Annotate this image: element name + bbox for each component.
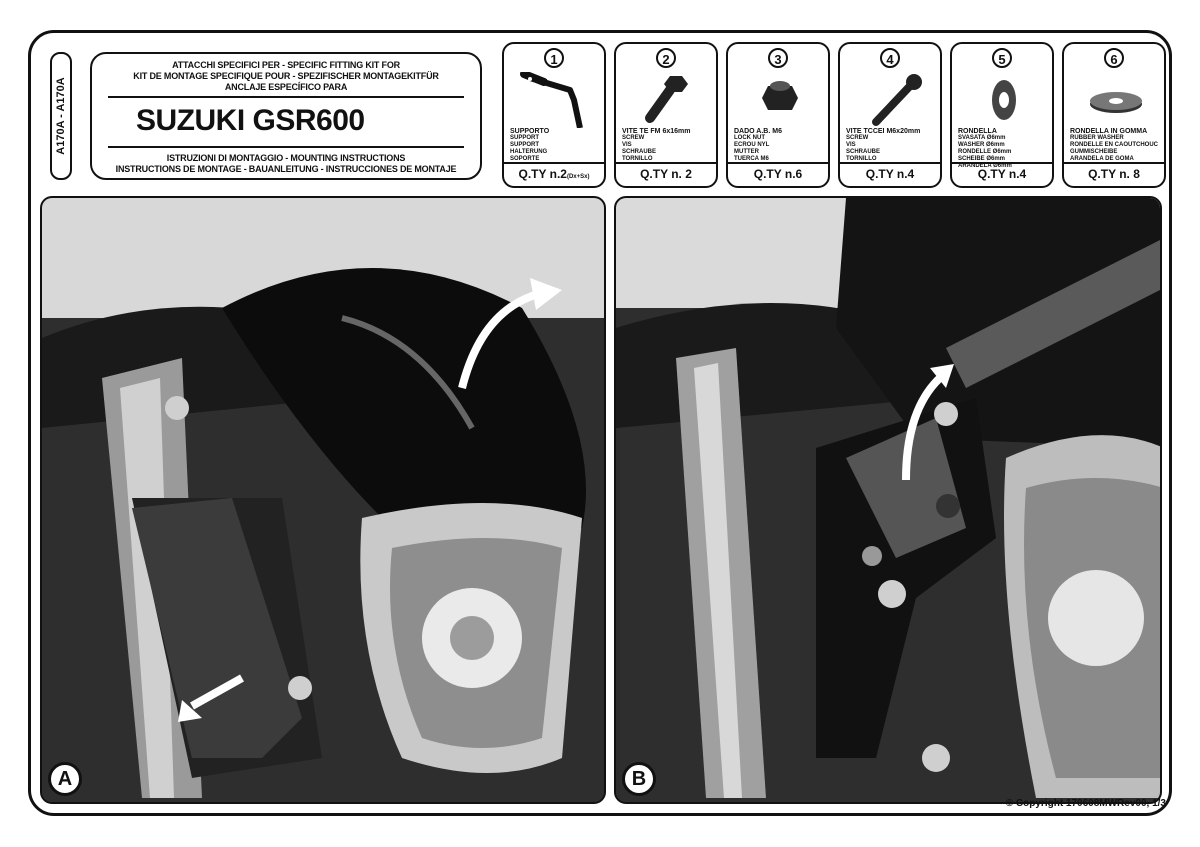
part-quantity: Q.TY n. 8 bbox=[1064, 162, 1164, 186]
quantity-text: Q.TY n.2 bbox=[518, 167, 567, 181]
part-card-4: 4 VITE TCCEI M6x20mm SCREW VIS SCHRAUBE … bbox=[838, 42, 942, 188]
part-translations: SVASATA Ø6mm WASHER Ø6mm RONDELLE Ø6mm S… bbox=[958, 135, 1012, 169]
title-line-1: ATTACCHI SPECIFICI PER - SPECIFIC FITTIN… bbox=[172, 60, 400, 70]
photo-b: B bbox=[614, 196, 1162, 804]
part-number: 4 bbox=[880, 48, 900, 68]
part-quantity: Q.TY n. 2 bbox=[616, 162, 716, 186]
vertical-code-label: A170A - A170A bbox=[50, 52, 72, 180]
title-divider-bottom bbox=[108, 146, 464, 148]
part-description: DADO A.B. M6 LOCK NUT ECROU NYL MUTTER T… bbox=[734, 128, 824, 163]
part-card-5: 5 RONDELLA SVASATA Ø6mm WASHER Ø6mm ROND… bbox=[950, 42, 1054, 188]
title-line-5: INSTRUCTIONS DE MONTAGE - BAUANLEITUNG -… bbox=[115, 164, 457, 174]
page-frame bbox=[28, 30, 1172, 816]
part-description: SUPPORTO SUPPORT SUPPORT HALTERUNG SOPOR… bbox=[510, 128, 600, 163]
part-number: 3 bbox=[768, 48, 788, 68]
bracket-icon bbox=[510, 70, 598, 129]
part-quantity: Q.TY n.6 bbox=[728, 162, 828, 186]
part-translations: SCREW VIS SCHRAUBE TORNILLO bbox=[622, 135, 657, 162]
part-description: RONDELLA IN GOMMA RUBBER WASHER RONDELLE… bbox=[1070, 128, 1160, 163]
part-name: RONDELLA IN GOMMA bbox=[1070, 128, 1148, 135]
part-name: VITE TCCEI M6x20mm bbox=[846, 128, 921, 135]
part-translations: SCREW VIS SCHRAUBE TORNILLO bbox=[846, 135, 881, 162]
part-name: DADO A.B. M6 bbox=[734, 128, 782, 135]
title-line-3: ANCLAJE ESPECÍFICO PARA bbox=[224, 82, 348, 92]
part-card-2: 2 VITE TE FM 6x16mm SCREW VIS SCHRAUBE T… bbox=[614, 42, 718, 188]
model-name: SUZUKI GSR600 bbox=[136, 104, 365, 137]
part-card-3: 3 DADO A.B. M6 LOCK NUT ECROU NYL MUTTER… bbox=[726, 42, 830, 188]
part-description: RONDELLA SVASATA Ø6mm WASHER Ø6mm RONDEL… bbox=[958, 128, 1048, 170]
quantity-text: Q.TY n.6 bbox=[753, 167, 803, 181]
part-description: VITE TE FM 6x16mm SCREW VIS SCHRAUBE TOR… bbox=[622, 128, 712, 163]
vertical-code-text: A170A - A170A bbox=[55, 77, 67, 155]
part-card-1: 1 SUPPORTO SUPPORT SUPPORT HALTERUNG SOP… bbox=[502, 42, 606, 188]
hex-bolt-icon bbox=[622, 72, 710, 128]
part-name: SUPPORTO bbox=[510, 128, 550, 135]
photo-a: A bbox=[40, 196, 606, 804]
part-number: 1 bbox=[544, 48, 564, 68]
washer-icon bbox=[958, 72, 1046, 128]
part-quantity: Q.TY n.4 bbox=[952, 162, 1052, 186]
title-line-2: KIT DE MONTAGE SPECIFIQUE POUR - SPEZIFI… bbox=[133, 71, 439, 81]
photo-label-a: A bbox=[48, 762, 82, 796]
part-name: RONDELLA bbox=[958, 128, 997, 135]
quantity-text: Q.TY n. 8 bbox=[1088, 167, 1140, 181]
title-line-4: ISTRUZIONI DI MONTAGGIO - MOUNTING INSTR… bbox=[166, 153, 406, 163]
quantity-text: Q.TY n.4 bbox=[865, 167, 915, 181]
part-number: 2 bbox=[656, 48, 676, 68]
part-number: 5 bbox=[992, 48, 1012, 68]
part-number: 6 bbox=[1104, 48, 1124, 68]
part-translations: LOCK NUT ECROU NYL MUTTER TUERCA M6 bbox=[734, 135, 770, 162]
part-card-6: 6 RONDELLA IN GOMMA RUBBER WASHER RONDEL… bbox=[1062, 42, 1166, 188]
title-divider-top bbox=[108, 96, 464, 98]
rubber-washer-icon bbox=[1070, 72, 1158, 128]
part-name: VITE TE FM 6x16mm bbox=[622, 128, 691, 135]
nut-icon bbox=[734, 72, 822, 128]
part-description: VITE TCCEI M6x20mm SCREW VIS SCHRAUBE TO… bbox=[846, 128, 936, 163]
quantity-text: Q.TY n.4 bbox=[977, 167, 1027, 181]
part-quantity: Q.TY n.2(Dx+Sx) bbox=[504, 162, 604, 186]
copyright-text: © Copyright 170608MWRev00, 1/3 bbox=[1005, 798, 1166, 809]
quantity-note: (Dx+Sx) bbox=[566, 174, 590, 180]
photo-label-b: B bbox=[622, 762, 656, 796]
title-box: ATTACCHI SPECIFICI PER - SPECIFIC FITTIN… bbox=[90, 52, 482, 180]
part-translations: SUPPORT SUPPORT HALTERUNG SOPORTE bbox=[510, 135, 548, 162]
quantity-text: Q.TY n. 2 bbox=[640, 167, 692, 181]
part-translations: RUBBER WASHER RONDELLE EN CAOUTCHOUC GUM… bbox=[1070, 135, 1158, 162]
long-screw-icon bbox=[846, 72, 934, 128]
photo-b-illustration bbox=[616, 198, 1160, 802]
part-quantity: Q.TY n.4 bbox=[840, 162, 940, 186]
photo-a-illustration bbox=[42, 198, 604, 802]
